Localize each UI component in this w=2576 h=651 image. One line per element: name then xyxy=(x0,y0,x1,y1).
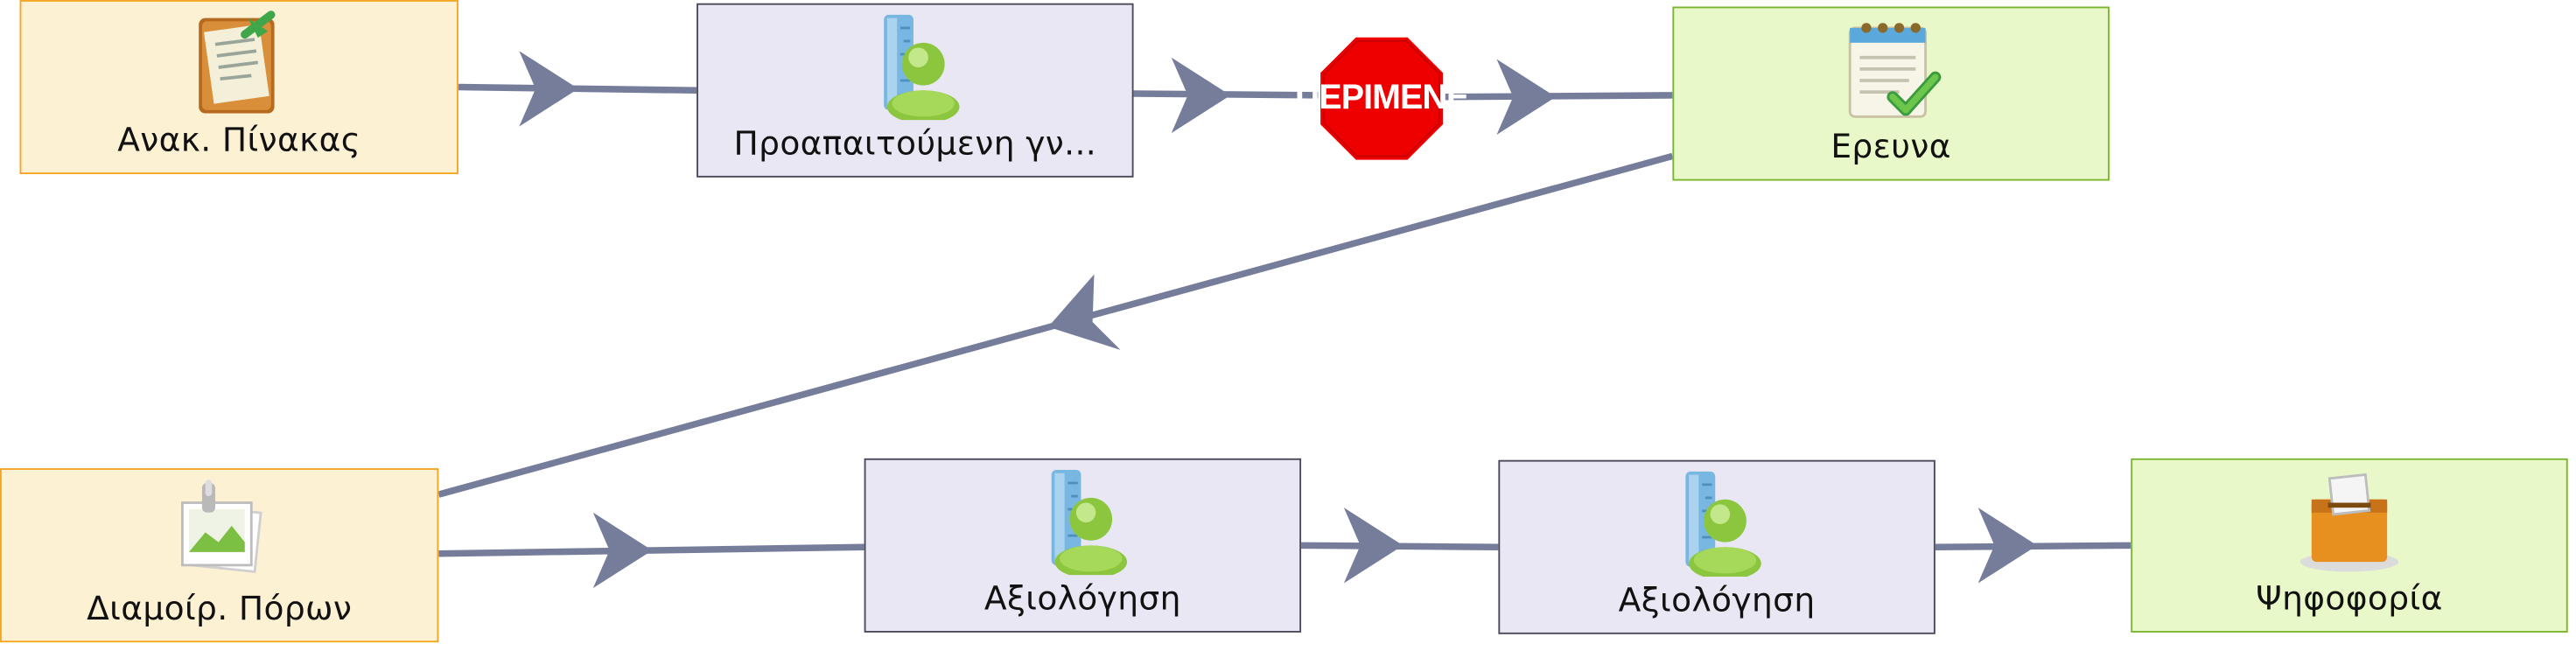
node-evaluation-1[interactable]: Αξιολόγηση xyxy=(864,458,1302,633)
pinned-photos-icon xyxy=(180,480,262,573)
node-voting[interactable]: Ψηφοφορία xyxy=(2131,458,2568,633)
node-board[interactable]: Ανακ. Πίνακας xyxy=(19,0,458,175)
node-research[interactable]: Ερευνα xyxy=(1672,6,2110,181)
arrowhead-evaluation2-to-voting xyxy=(1978,508,2038,584)
arrowhead-prerequisite-to-wait xyxy=(1171,57,1231,134)
arrowhead-evaluation1-to-evaluation2 xyxy=(1343,508,1404,584)
node-wait-label: ΠΕΡΙΜΕΝΕ xyxy=(1294,79,1469,117)
clipboard-icon xyxy=(198,10,275,114)
notepad-check-icon xyxy=(1848,23,1942,118)
node-evaluation-2-label: Αξιολόγηση xyxy=(1618,579,1816,620)
node-evaluation-2[interactable]: Αξιολόγηση xyxy=(1498,459,1936,634)
arrowhead-wait-to-research xyxy=(1496,59,1557,135)
user-ruler-icon xyxy=(884,14,960,121)
connector-wait-to-research xyxy=(1438,92,1673,101)
ballot-box-icon xyxy=(2300,472,2399,572)
arrowhead-research-to-resources xyxy=(1047,274,1121,350)
user-ruler-icon xyxy=(1051,469,1128,576)
node-wait[interactable]: ΠΕΡΙΜΕΝΕ xyxy=(1295,34,1469,163)
node-prerequisite[interactable]: Προαπαιτούμενη γν... xyxy=(696,3,1134,178)
node-voting-label: Ψηφοφορία xyxy=(2256,578,2443,618)
arrowhead-board-to-prerequisite xyxy=(519,51,578,127)
user-ruler-icon xyxy=(1685,471,1761,578)
stop-sign-icon xyxy=(1318,34,1446,163)
node-board-label: Ανακ. Πίνακας xyxy=(117,120,361,160)
node-resources[interactable]: Διαμοίρ. Πόρων xyxy=(0,468,439,643)
node-resources-label: Διαμοίρ. Πόρων xyxy=(87,588,353,628)
node-prerequisite-label: Προαπαιτούμενη γν... xyxy=(733,122,1097,163)
arrowhead-resources-to-evaluation1 xyxy=(592,512,653,589)
node-research-label: Ερευνα xyxy=(1830,126,1951,166)
node-evaluation-1-label: Αξιολόγηση xyxy=(984,578,1181,618)
